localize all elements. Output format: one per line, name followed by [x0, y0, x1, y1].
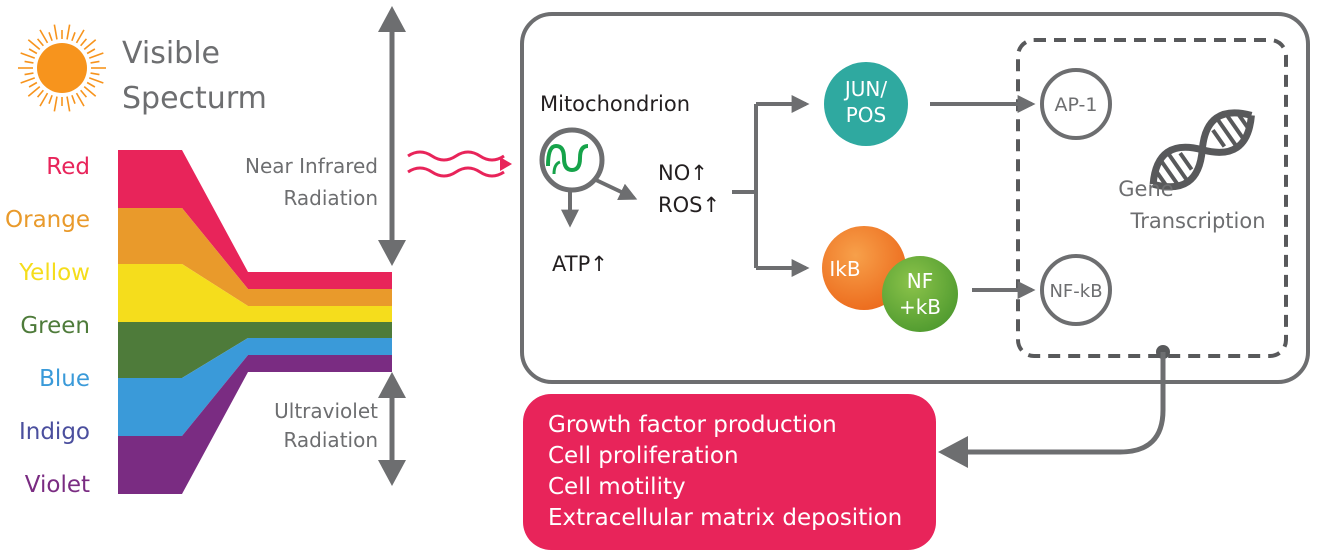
atp-label: ATP↑ [552, 252, 608, 276]
svg-text:+kB: +kB [899, 295, 941, 319]
uv-label-line1: Ultraviolet [274, 399, 378, 423]
nf-kb-complex-node: NF +kB [882, 256, 958, 332]
no-label: NO↑ [658, 161, 708, 185]
gene-transcription-line1: Gene [1118, 177, 1173, 201]
svg-text:NF: NF [907, 269, 933, 293]
sun-icon [18, 24, 106, 112]
color-label-green: Green [20, 313, 90, 339]
uv-label-line2: Radiation [283, 428, 378, 452]
spectrum-band [118, 150, 392, 289]
uv-double-arrow [378, 372, 406, 486]
color-label-violet: Violet [25, 472, 90, 498]
color-label-orange: Orange [5, 207, 90, 233]
dna-icon [1149, 109, 1255, 191]
wave-icon [407, 150, 512, 178]
svg-text:IkB: IkB [829, 257, 860, 281]
spectrum-bands [118, 150, 392, 494]
svg-text:AP-1: AP-1 [1055, 94, 1098, 116]
jun-pos-node: JUN/ POS [824, 62, 908, 146]
outcome-item: Cell motility [548, 474, 686, 500]
spectrum-band [118, 338, 392, 436]
branch-connector [732, 95, 810, 277]
svg-text:JUN/: JUN/ [843, 77, 887, 101]
nfkb-node: NF-kB [1040, 254, 1112, 326]
outcomes-box [523, 394, 936, 550]
svg-text:POS: POS [846, 103, 887, 127]
color-label-blue: Blue [39, 366, 90, 392]
spectrum-band [118, 355, 392, 494]
spectrum-band [118, 322, 392, 378]
spectrum-band [118, 208, 392, 306]
cell-box [520, 12, 1310, 384]
color-label-yellow: Yellow [18, 260, 90, 286]
nucleus-to-outcomes-arrow [938, 345, 1170, 468]
ap1-node: AP-1 [1040, 68, 1112, 140]
outcomes-list: Growth factor production Cell proliferat… [548, 410, 902, 534]
svg-text:NF-kB: NF-kB [1049, 281, 1102, 302]
color-label-indigo: Indigo [19, 419, 90, 445]
spectrum-band [118, 264, 392, 322]
mito-to-no-arrow [595, 178, 638, 200]
ros-label: ROS↑ [658, 193, 720, 217]
outcome-item: Cell proliferation [548, 443, 739, 469]
color-label-red: Red [46, 154, 90, 180]
nir-label-line2: Radiation [283, 186, 378, 210]
spectrum-title-line1: Visible [122, 36, 220, 71]
nir-label-line1: Near Infrared [245, 154, 378, 178]
nir-double-arrow [378, 6, 406, 266]
nucleus-box [1016, 38, 1288, 358]
mitochondrion-icon [539, 127, 605, 193]
mitochondrion-label: Mitochondrion [540, 92, 690, 116]
outcome-item: Extracellular matrix deposition [548, 505, 903, 531]
outcome-item: Growth factor production [548, 412, 837, 438]
spectrum-title-line2: Specturm [122, 81, 267, 116]
gene-transcription-line2: Transcription [1129, 209, 1265, 233]
